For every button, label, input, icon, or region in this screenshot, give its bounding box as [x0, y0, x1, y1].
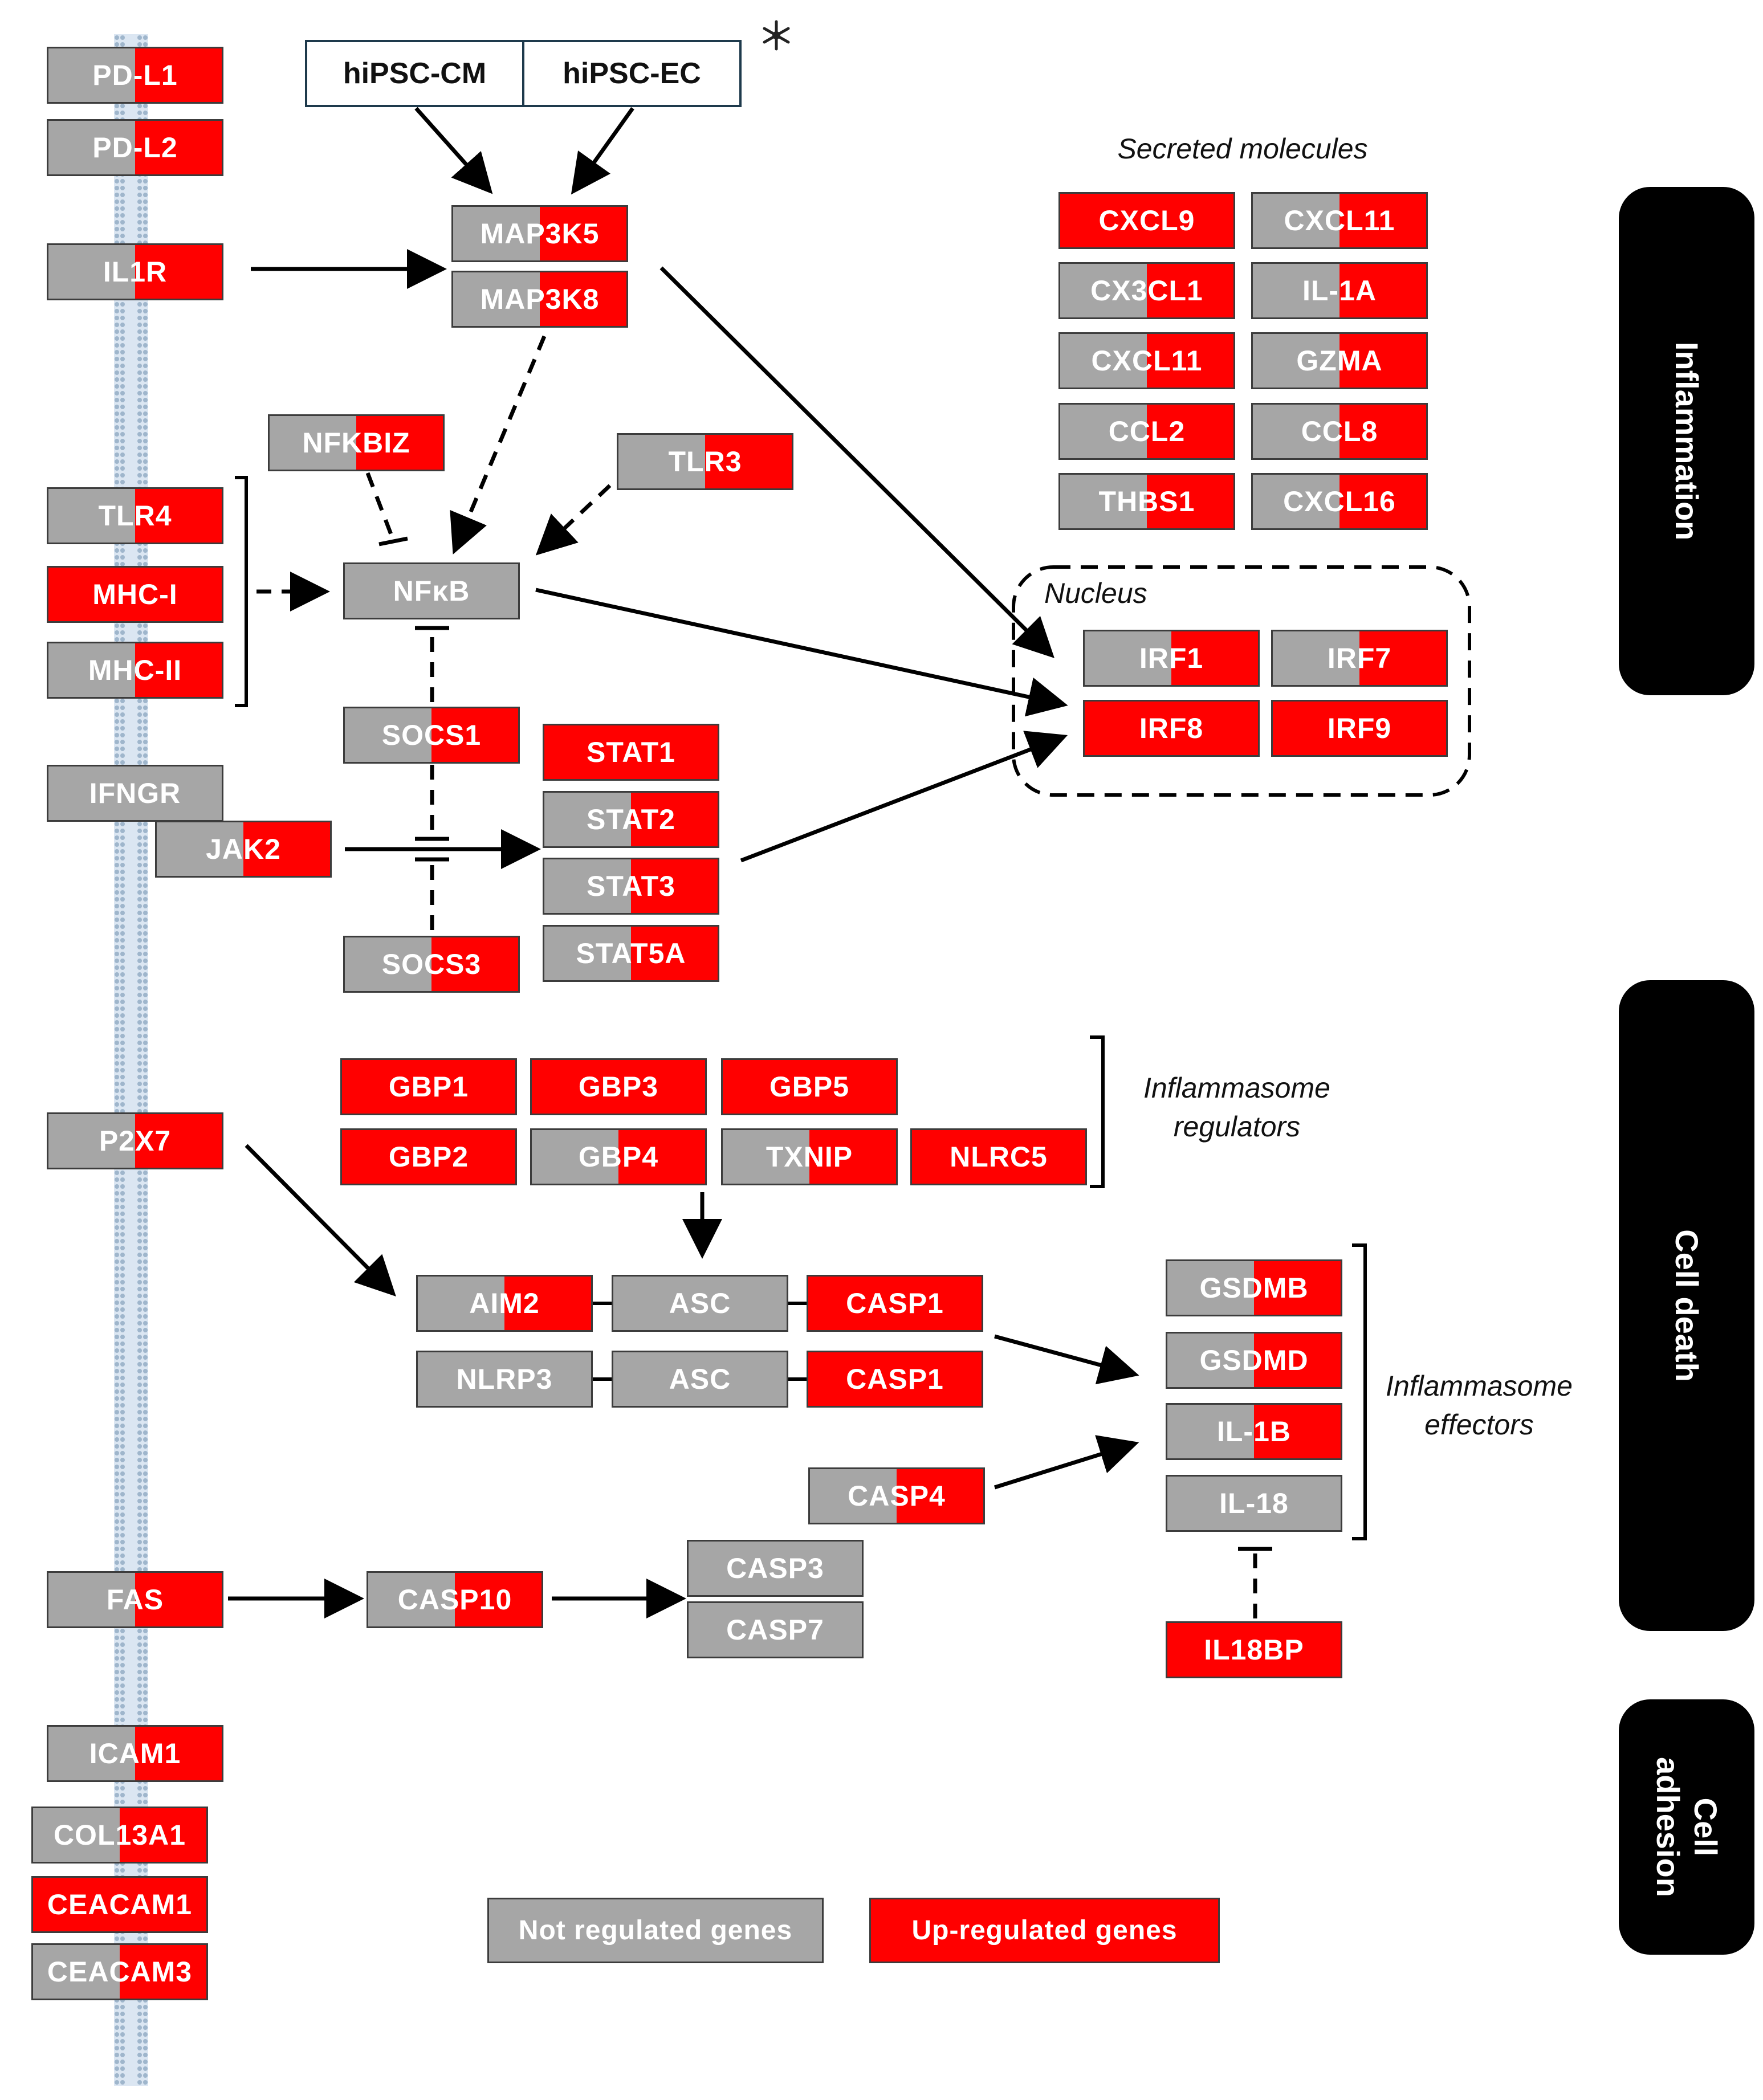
- bracket-regulators: [1090, 1035, 1105, 1188]
- nucleus-title: Nucleus: [1044, 577, 1147, 609]
- gene-box-gbp4: GBP4: [530, 1128, 707, 1185]
- gene-box-map3k5: MAP3K5: [451, 205, 628, 262]
- arrow-tlr3-to-nfkb: [535, 484, 612, 556]
- gene-box-ceacam1: CEACAM1: [31, 1876, 208, 1933]
- gene-box-gbp2: GBP2: [340, 1128, 517, 1185]
- snowflake-icon: [763, 20, 790, 51]
- gene-box-pd-l1: PD-L1: [47, 47, 223, 104]
- gene-box-ccl2: CCL2: [1058, 403, 1235, 460]
- gene-box-gbp3: GBP3: [530, 1058, 707, 1115]
- gene-box-gzma: GZMA: [1251, 332, 1428, 389]
- gene-box-casp3: CASP3: [687, 1540, 864, 1597]
- side-label-cell-adhesion: Cell adhesion: [1619, 1699, 1754, 1955]
- gene-box-ceacam3: CEACAM3: [31, 1943, 208, 2000]
- inflammasome-regulators-title: Inflammasome regulators: [1143, 1072, 1330, 1143]
- arrow-p2x7-to-aim2: [245, 1144, 396, 1296]
- gene-box-stat5a: STAT5A: [543, 925, 719, 982]
- arrow-nfkb-to-irf8: [535, 588, 1068, 717]
- header-cell-hipsc-cm: hiPSC-CM: [305, 40, 524, 107]
- arrow-map3k8-to-nfkb: [450, 335, 547, 554]
- gene-box-il-1b: IL-1B: [1166, 1403, 1342, 1460]
- bracket-effectors: [1352, 1243, 1367, 1540]
- side-label-cell-death: Cell death: [1619, 980, 1754, 1631]
- gene-box-col13a1: COL13A1: [31, 1807, 208, 1864]
- gene-box-cxcl9: CXCL9: [1058, 192, 1235, 249]
- gene-box-stat2: STAT2: [543, 791, 719, 848]
- gene-box-cxcl16: CXCL16: [1251, 473, 1428, 530]
- nucleus-boundary: [1012, 565, 1471, 797]
- gene-box-map3k8: MAP3K8: [451, 271, 628, 328]
- gene-box-gbp1: GBP1: [340, 1058, 517, 1115]
- gene-box-casp7: CASP7: [687, 1601, 864, 1658]
- arrow-casp4-to-il1b: [994, 1435, 1139, 1490]
- gene-box-ccl8: CCL8: [1251, 403, 1428, 460]
- gene-box-mhc-i: MHC-I: [47, 566, 223, 623]
- gene-box-socs3: SOCS3: [343, 936, 520, 993]
- arrow-hipsc-cm-to-map3k5: [414, 107, 493, 194]
- gene-box-txnip: TXNIP: [721, 1128, 898, 1185]
- gene-box-nlrp3: NLRP3: [416, 1351, 593, 1408]
- bracket-receptors: [235, 476, 248, 707]
- gene-box-il1r: IL1R: [47, 243, 223, 300]
- arrow-stat3-to-irf9: [740, 731, 1068, 863]
- gene-box-irf1: IRF1: [1083, 630, 1260, 687]
- gene-box-fas: FAS: [47, 1571, 223, 1628]
- gene-box-cx3cl1: CX3CL1: [1058, 262, 1235, 319]
- gene-box-nlrc5: NLRC5: [910, 1128, 1087, 1185]
- gene-box-casp4: CASP4: [808, 1467, 985, 1524]
- gene-box-casp1: CASP1: [807, 1351, 983, 1408]
- gene-box-thbs1: THBS1: [1058, 473, 1235, 530]
- gene-box-asc: ASC: [612, 1275, 788, 1332]
- gene-box-irf8: IRF8: [1083, 700, 1260, 757]
- gene-box-casp1: CASP1: [807, 1275, 983, 1332]
- gene-box-icam1: ICAM1: [47, 1725, 223, 1782]
- gene-box-il-1a: IL-1A: [1251, 262, 1428, 319]
- header-cell-hipsc-ec: hiPSC-EC: [522, 40, 742, 107]
- arrow-casp1-to-gsdmd: [994, 1334, 1139, 1385]
- gene-box-casp10: CASP10: [367, 1571, 543, 1628]
- gene-box-il-18: IL-18: [1166, 1475, 1342, 1532]
- gene-box-mhc-ii: MHC-II: [47, 642, 223, 699]
- gene-box-jak2: JAK2: [155, 821, 332, 878]
- gene-box-tlr3: TLR3: [617, 433, 793, 490]
- gene-box-pd-l2: PD-L2: [47, 119, 223, 176]
- legend-up-regulated-genes: Up-regulated genes: [869, 1898, 1220, 1963]
- gene-box-irf9: IRF9: [1271, 700, 1448, 757]
- secreted-molecules-title: Secreted molecules: [1117, 133, 1368, 165]
- gene-box-tlr4: TLR4: [47, 487, 223, 544]
- gene-box-ifngr: IFNGR: [47, 765, 223, 822]
- gene-box-p2x7: P2X7: [47, 1112, 223, 1169]
- gene-box-irf7: IRF7: [1271, 630, 1448, 687]
- gene-box-gbp5: GBP5: [721, 1058, 898, 1115]
- gene-box-aim2: AIM2: [416, 1275, 593, 1332]
- gene-box-socs1: SOCS1: [343, 707, 520, 764]
- legend-not-regulated-genes: Not regulated genes: [487, 1898, 824, 1963]
- inhibit-bar-nfkbiz: [378, 536, 408, 547]
- gene-box-asc: ASC: [612, 1351, 788, 1408]
- side-label-inflammation: Inflammation: [1619, 187, 1754, 695]
- gene-box-cxcl11: CXCL11: [1251, 192, 1428, 249]
- gene-box-gsdmb: GSDMB: [1166, 1259, 1342, 1316]
- gene-box-stat1: STAT1: [543, 724, 719, 781]
- gene-box-nfkbiz: NFKBIZ: [268, 414, 445, 471]
- arrow-hipsc-ec-to-map3k5: [571, 107, 634, 195]
- inhibit-nfkbiz-to-nfkb: [365, 472, 396, 541]
- gene-box-cxcl11: CXCL11: [1058, 332, 1235, 389]
- arrow-map3k5-to-irf1: [659, 266, 1054, 658]
- inflammasome-effectors-title: Inflammasome effectors: [1386, 1370, 1573, 1441]
- gene-box-nfkb: NFκB: [343, 562, 520, 619]
- gene-box-il18bp: IL18BP: [1166, 1621, 1342, 1678]
- gene-box-stat3: STAT3: [543, 858, 719, 915]
- gene-box-gsdmd: GSDMD: [1166, 1332, 1342, 1389]
